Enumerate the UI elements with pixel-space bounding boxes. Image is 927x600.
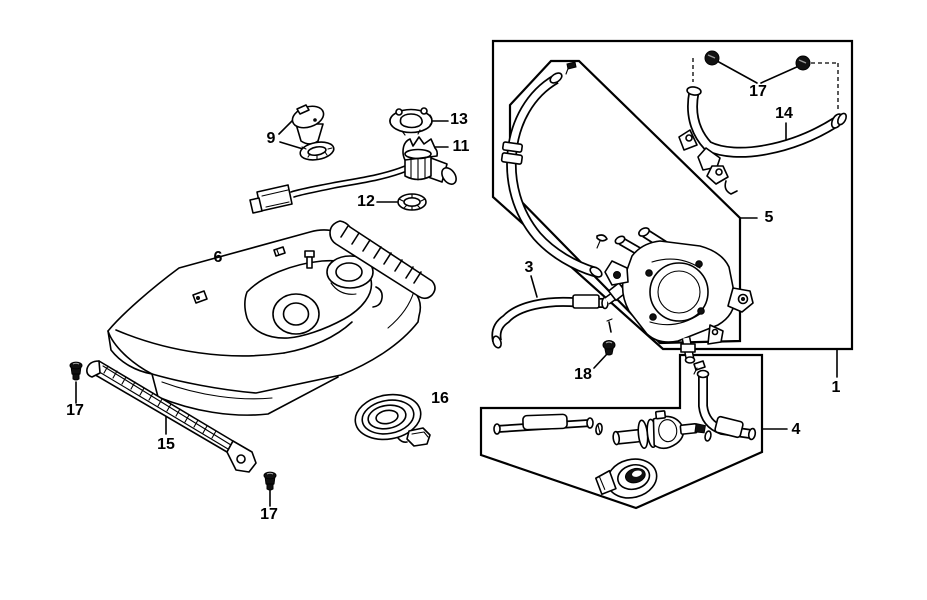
assembly-dashed-lines: [692, 58, 839, 110]
callout-17-bottom: 17: [260, 506, 278, 523]
callout-3: 3: [524, 259, 534, 276]
rubber-cushion-16: [354, 393, 431, 447]
tank-bracket-15: [86, 360, 257, 473]
gauge-cap-ring-13: [389, 107, 433, 136]
callout-11: 11: [452, 138, 470, 155]
tank-strap: [329, 220, 436, 300]
fuel-hose-long: [500, 61, 608, 278]
callout-13: 13: [450, 111, 468, 128]
callout-6: 6: [213, 249, 223, 266]
callout-17-left: 17: [66, 402, 84, 419]
mount-bolt-17-bottom: [263, 471, 277, 491]
callout-5: 5: [764, 209, 774, 226]
fuel-level-sender-11: [249, 136, 457, 214]
bolt-18: [602, 318, 616, 356]
assembly-box-1: [491, 39, 854, 351]
fuel-filter-4: [612, 410, 706, 450]
filter-kit-box-4: [479, 353, 764, 510]
pipe-bolts-17-top: [704, 50, 811, 71]
fuel-filler-cap-9: [291, 104, 335, 161]
vent-elbow-hose: [693, 360, 757, 442]
fuel-tank-6: [107, 229, 422, 416]
filter-inlet-hose: [493, 413, 603, 436]
callout-16: 16: [431, 390, 449, 407]
callout-18: 18: [574, 366, 592, 383]
callout-12: 12: [357, 193, 375, 210]
breather-pipe-14: [678, 86, 847, 195]
valve-grommet: [595, 458, 658, 499]
callout-1: 1: [831, 379, 841, 396]
sender-gasket-12: [397, 193, 427, 211]
fuel-hose-3: [491, 294, 609, 349]
fuel-pump: [604, 227, 754, 364]
callout-17-top: 17: [749, 83, 767, 100]
callout-4: 4: [791, 421, 801, 438]
mount-bolt-17-left: [69, 361, 83, 381]
callout-14: 14: [775, 105, 793, 122]
pump-kit-box-5: [508, 59, 742, 345]
callout-9: 9: [266, 130, 276, 147]
leader-lines: [75, 60, 838, 507]
callout-15: 15: [157, 436, 175, 453]
